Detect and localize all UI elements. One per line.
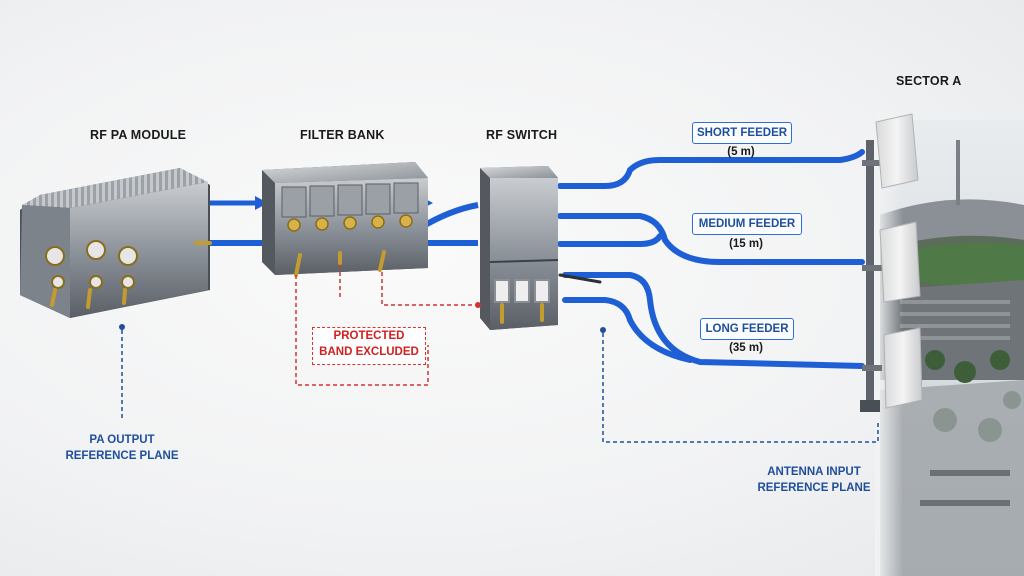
rf-switch-label: RF SWITCH xyxy=(486,128,558,142)
short-feeder-length: (5 m) xyxy=(727,146,755,158)
pa-ref-line2: REFERENCE PLANE xyxy=(65,450,179,462)
antenna-input-reference-label: ANTENNA INPUT REFERENCE PLANE xyxy=(744,464,884,496)
filter-bank-label: FILTER BANK xyxy=(300,128,385,142)
pa-output-reference-label: PA OUTPUT REFERENCE PLANE xyxy=(62,432,182,464)
antenna-reference-line xyxy=(600,327,879,443)
excluded-band-lines xyxy=(295,265,481,386)
feeder-cables xyxy=(557,149,865,369)
antenna-panel-top xyxy=(875,113,919,189)
rf-switch xyxy=(480,166,559,330)
medium-feeder-label: MEDIUM FEEDER xyxy=(692,213,802,235)
antenna-panel-middle xyxy=(879,221,921,303)
protected-band-excluded-box: PROTECTED BAND EXCLUDED xyxy=(312,327,426,365)
long-feeder-label: LONG FEEDER xyxy=(700,318,794,340)
antenna-mast xyxy=(860,140,882,412)
pa-module-label: RF PA MODULE xyxy=(90,128,187,142)
pa-reference-line xyxy=(119,324,125,420)
medium-feeder-length: (15 m) xyxy=(729,238,763,250)
protected-line1: PROTECTED xyxy=(333,330,405,342)
long-feeder-length: (35 m) xyxy=(729,342,763,354)
pa-ref-line1: PA OUTPUT xyxy=(89,434,155,446)
arrow-head xyxy=(255,196,268,210)
ant-ref-line1: ANTENNA INPUT xyxy=(767,466,861,478)
antenna-panel-bottom xyxy=(883,327,923,409)
rf-pa-module xyxy=(20,168,212,318)
cable-pa-to-filter xyxy=(204,200,265,246)
protected-line2: BAND EXCLUDED xyxy=(319,346,419,358)
filter-bank xyxy=(262,162,428,277)
sector-label: SECTOR A xyxy=(896,74,962,88)
ant-ref-line2: REFERENCE PLANE xyxy=(757,482,871,494)
short-feeder-label: SHORT FEEDER xyxy=(692,122,792,144)
